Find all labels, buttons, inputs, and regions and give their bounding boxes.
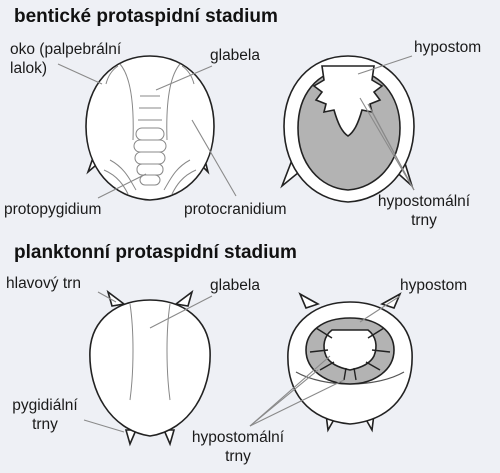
benthic-dorsal-details — [103, 63, 197, 195]
title-planktonic-stage: planktonní protaspidní stadium — [14, 242, 297, 263]
label-pygidial-spines: pygidiální trny — [2, 396, 88, 434]
planktonic-dorsal-details — [129, 303, 171, 401]
planktonic-dorsal-shell — [89, 289, 211, 447]
planktonic-ventral-shell — [287, 292, 413, 433]
label-hypostomal-spines-planktonic-line2: trny — [225, 448, 251, 465]
leader-lines — [57, 55, 415, 433]
label-eye: oko (palpebrální lalok) — [10, 40, 121, 78]
label-hypostomal-spines-benthic-line2: trny — [411, 212, 437, 229]
label-hypostomal-spines-planktonic-line1: hypostomální — [191, 429, 285, 446]
label-hypostome-benthic: hypostom — [414, 39, 482, 56]
label-eye-line1: oko (palpebrální — [10, 41, 122, 58]
label-hypostomal-spines-benthic: hypostomální trny — [374, 192, 474, 230]
label-cephalic-spine: hlavový trn — [6, 275, 81, 292]
label-glabella-planktonic: glabela — [210, 277, 260, 294]
label-pygidial-spines-line1: pygidiální — [12, 397, 78, 414]
label-hypostomal-spines-benthic-line1: hypostomální — [377, 193, 471, 210]
label-eye-line2: lalok) — [10, 60, 48, 77]
label-protopygidium: protopygidium — [4, 201, 102, 218]
label-hypostomal-spines-planktonic: hypostomální trny — [186, 428, 290, 466]
label-glabella-benthic: glabela — [210, 47, 260, 64]
benthic-ventral-shell — [280, 55, 415, 203]
label-pygidial-spines-line2: trny — [32, 416, 58, 433]
title-benthic-stage: bentické protaspidní stadium — [14, 6, 278, 27]
label-protocranidium: protocranidium — [184, 201, 287, 218]
label-hypostome-planktonic: hypostom — [400, 277, 468, 294]
